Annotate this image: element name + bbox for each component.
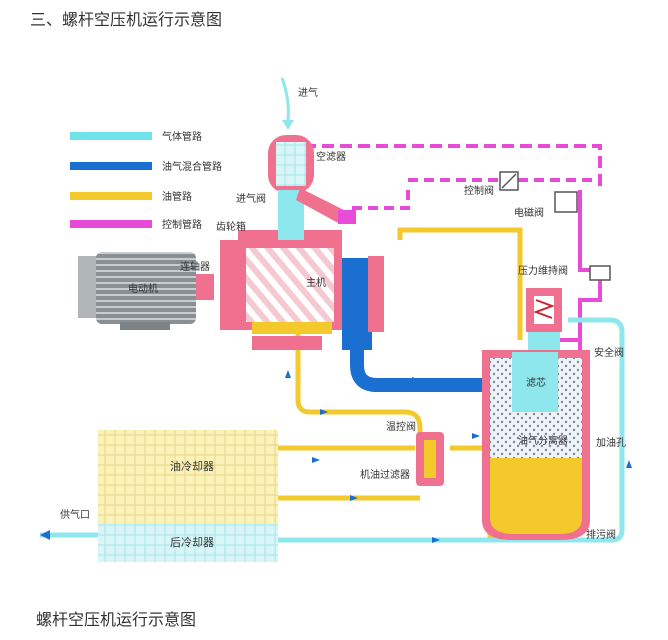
main-unit-label: 主机 xyxy=(306,276,326,289)
legend-label-control: 控制管路 xyxy=(162,218,202,231)
oilgas-pipe xyxy=(342,258,482,392)
intake-label: 进气 xyxy=(298,86,318,99)
solenoid-valve-label: 电磁阀 xyxy=(514,206,544,219)
oil-filter-group: 温控阀 机油过滤器 xyxy=(360,420,444,486)
intake-valve-label: 进气阀 xyxy=(236,192,266,205)
legend-swatch-air xyxy=(70,132,152,140)
oil-fill-label: 加油孔 xyxy=(596,436,626,449)
filter-core-label: 滤芯 xyxy=(526,376,546,389)
drain-valve-label: 排污阀 xyxy=(586,528,616,541)
air-filter-label: 空滤器 xyxy=(316,150,346,163)
pressure-valve: 压力维持阀 xyxy=(518,264,568,350)
motor-label: 电动机 xyxy=(128,282,158,295)
air-outlet-label: 供气口 xyxy=(60,508,90,521)
page-heading: 三、螺杆空压机运行示意图 xyxy=(30,10,223,29)
separator-tank: 滤芯 油气分离器 安全阀 加油孔 xyxy=(482,346,626,540)
control-valves: 控制阀 电磁阀 xyxy=(464,171,611,281)
pressure-valve-label: 压力维持阀 xyxy=(518,264,568,277)
main-unit: 齿轮箱 主机 xyxy=(216,220,384,350)
legend-label-oilgas: 油气混合管路 xyxy=(162,160,222,173)
compressor-diagram: 气体管路 油气混合管路 油管路 控制管路 xyxy=(40,77,632,562)
intake-assembly: 进气 空滤器 进气阀 xyxy=(236,77,356,240)
motor: 电动机 连轴器 xyxy=(78,252,214,330)
legend-label-air: 气体管路 xyxy=(162,130,202,143)
legend-label-oil: 油管路 xyxy=(162,190,192,203)
temp-valve-label: 温控阀 xyxy=(386,420,416,433)
legend-swatch-oilgas xyxy=(70,162,152,170)
coupling-label: 连轴器 xyxy=(180,260,210,273)
control-valve-label: 控制阀 xyxy=(464,184,494,197)
legend-swatch-control xyxy=(70,220,152,228)
oil-filter-label: 机油过滤器 xyxy=(360,468,410,481)
diagram-caption: 螺杆空压机运行示意图 xyxy=(36,610,197,629)
safety-valve-label: 安全阀 xyxy=(594,346,624,359)
separator-label: 油气分离器 xyxy=(518,434,568,447)
flow-arrows xyxy=(285,370,632,543)
coolers: 油冷却器 后冷却器 供气口 xyxy=(40,430,278,562)
oil-cooler-label: 油冷却器 xyxy=(170,459,214,473)
legend: 气体管路 油气混合管路 油管路 控制管路 xyxy=(70,130,222,231)
legend-swatch-oil xyxy=(70,192,152,200)
gearbox-label: 齿轮箱 xyxy=(216,220,246,233)
after-cooler-label: 后冷却器 xyxy=(170,536,214,549)
